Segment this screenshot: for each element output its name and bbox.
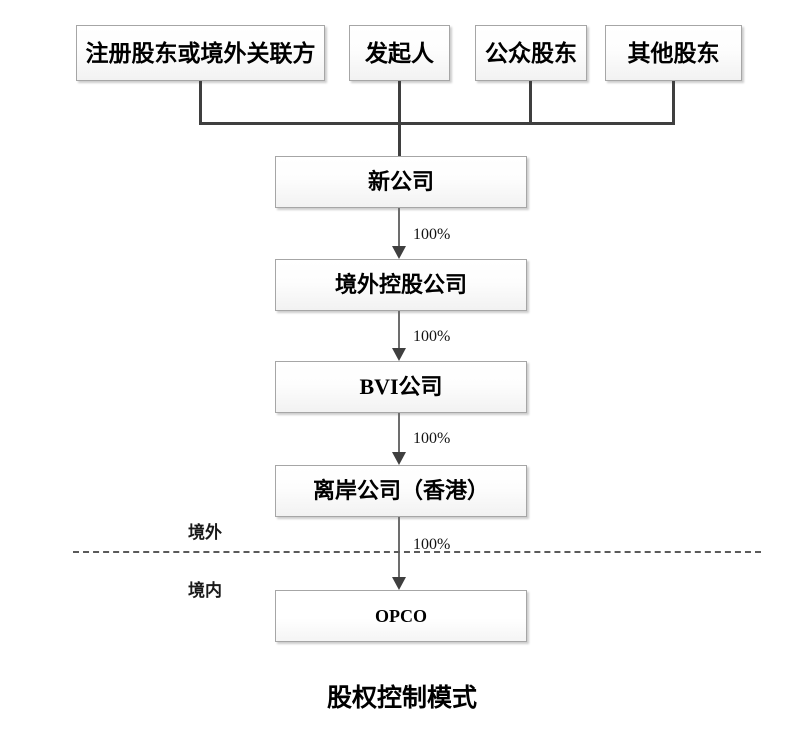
arrow-bvi-to-hongkong xyxy=(392,413,406,465)
diagram-caption: 股权控制模式 xyxy=(326,685,477,712)
node-bvi-company[interactable]: BVI公司 xyxy=(275,361,527,413)
region-label-onshore: 境内 xyxy=(188,581,222,600)
connector-bus-to-newco xyxy=(398,122,401,157)
node-registered-shareholders[interactable]: 注册股东或境外关联方 xyxy=(76,25,325,81)
ownership-label-1: 100% xyxy=(413,226,451,243)
arrow-hongkong-to-opco xyxy=(392,517,406,590)
ownership-label-4: 100% xyxy=(413,536,451,553)
node-new-company[interactable]: 新公司 xyxy=(275,156,527,208)
arrow-holding-to-bvi xyxy=(392,311,406,361)
ownership-label-2: 100% xyxy=(413,328,451,345)
node-offshore-hongkong[interactable]: 离岸公司（香港） xyxy=(275,465,527,517)
offshore-onshore-divider xyxy=(73,551,761,553)
node-opco[interactable]: OPCO xyxy=(275,590,527,642)
connector-stub-registered xyxy=(199,81,202,125)
region-label-offshore: 境外 xyxy=(188,523,222,542)
ownership-label-3: 100% xyxy=(413,430,451,447)
node-promoter[interactable]: 发起人 xyxy=(349,25,450,81)
connector-stub-other xyxy=(672,81,675,125)
node-public-shareholders[interactable]: 公众股东 xyxy=(475,25,587,81)
arrow-newco-to-holding xyxy=(392,208,406,259)
connector-stub-public xyxy=(529,81,532,125)
connector-bus xyxy=(199,122,675,125)
node-offshore-holding[interactable]: 境外控股公司 xyxy=(275,259,527,311)
connector-stub-promoter xyxy=(398,81,401,125)
node-other-shareholders[interactable]: 其他股东 xyxy=(605,25,742,81)
